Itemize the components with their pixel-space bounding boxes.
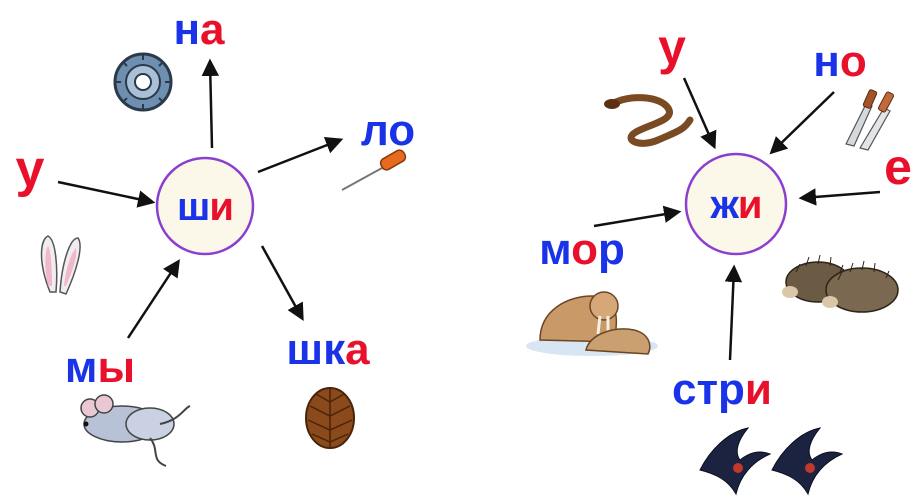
arrow-no-to-hub [769,91,835,155]
arrow-hub-to-lo [257,136,344,174]
word-u-right: у [658,19,686,75]
arrow-e-to-hub [798,188,881,206]
arrow-stri-to-hub [724,264,743,361]
hub-label-shi: ши [177,185,233,229]
arrow-hub-to-shka [260,245,304,322]
word-e: е [884,139,912,195]
right-cluster: жи у но е мор стри [526,19,912,496]
word-mor: мор [539,225,625,274]
hub-label-zhi: жи [710,183,762,227]
word-lo: ло [361,106,415,155]
arrow-u-to-hub-zhi [682,77,717,150]
arrow-hub-to-na [201,58,220,149]
left-cluster: ши на ло у шка мы [16,5,415,467]
tire-icon [113,52,173,112]
word-no: но [813,37,866,86]
awl-icon [341,149,407,191]
hare-ears-icon [40,235,81,295]
word-u: у [16,140,45,198]
word-na: на [173,5,225,54]
hedgehog-icon [782,254,899,313]
hub-circle-zhi [684,152,788,256]
snake-icon [604,94,694,147]
swallow-icon [699,427,844,496]
word-stri: стри [672,365,772,414]
hub-circle-shi [155,156,255,256]
walrus-icon [526,291,658,356]
arrow-my-to-hub [126,259,180,339]
knife-icon [845,89,895,151]
word-my: мы [65,343,135,392]
arrow-u-to-hub [57,180,156,208]
word-shka: шка [286,325,370,374]
mouse-icon [80,394,191,467]
arrow-mor-to-hub [593,205,682,228]
pine-cone-icon [305,387,355,449]
